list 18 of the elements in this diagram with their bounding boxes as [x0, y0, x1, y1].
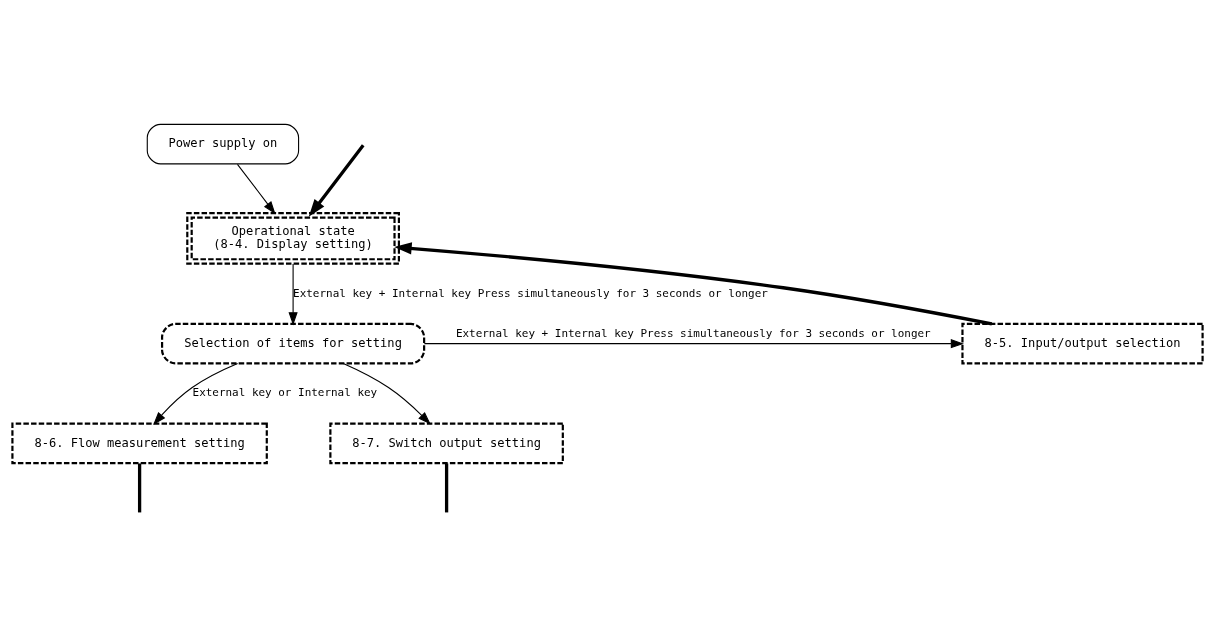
node-box: Operational state (8-4. Display setting) — [186, 211, 400, 265]
node-box: 8-7. Switch output setting — [329, 422, 564, 464]
node-box: Selection of items for setting — [161, 322, 426, 364]
arrow — [288, 262, 298, 325]
node-box: Power supply on — [146, 123, 300, 164]
node-box: 8-6. Flow measurement setting — [11, 422, 268, 464]
arrow — [423, 338, 964, 348]
arrow — [236, 163, 276, 214]
arrow — [342, 362, 431, 425]
arrow — [308, 143, 365, 217]
arrow — [394, 241, 993, 326]
arrow — [153, 362, 239, 425]
edge-label: External key + Internal key Press simultaneously for 3 seconds or longer — [293, 286, 768, 300]
edge-label: External key + Internal key Press simultaneously for 3 seconds or longer — [455, 326, 931, 340]
edge-label: External key or Internal key — [192, 385, 378, 399]
connector — [444, 463, 449, 512]
node-box: 8-5. Input/output selection — [961, 322, 1204, 364]
connector — [137, 463, 142, 512]
